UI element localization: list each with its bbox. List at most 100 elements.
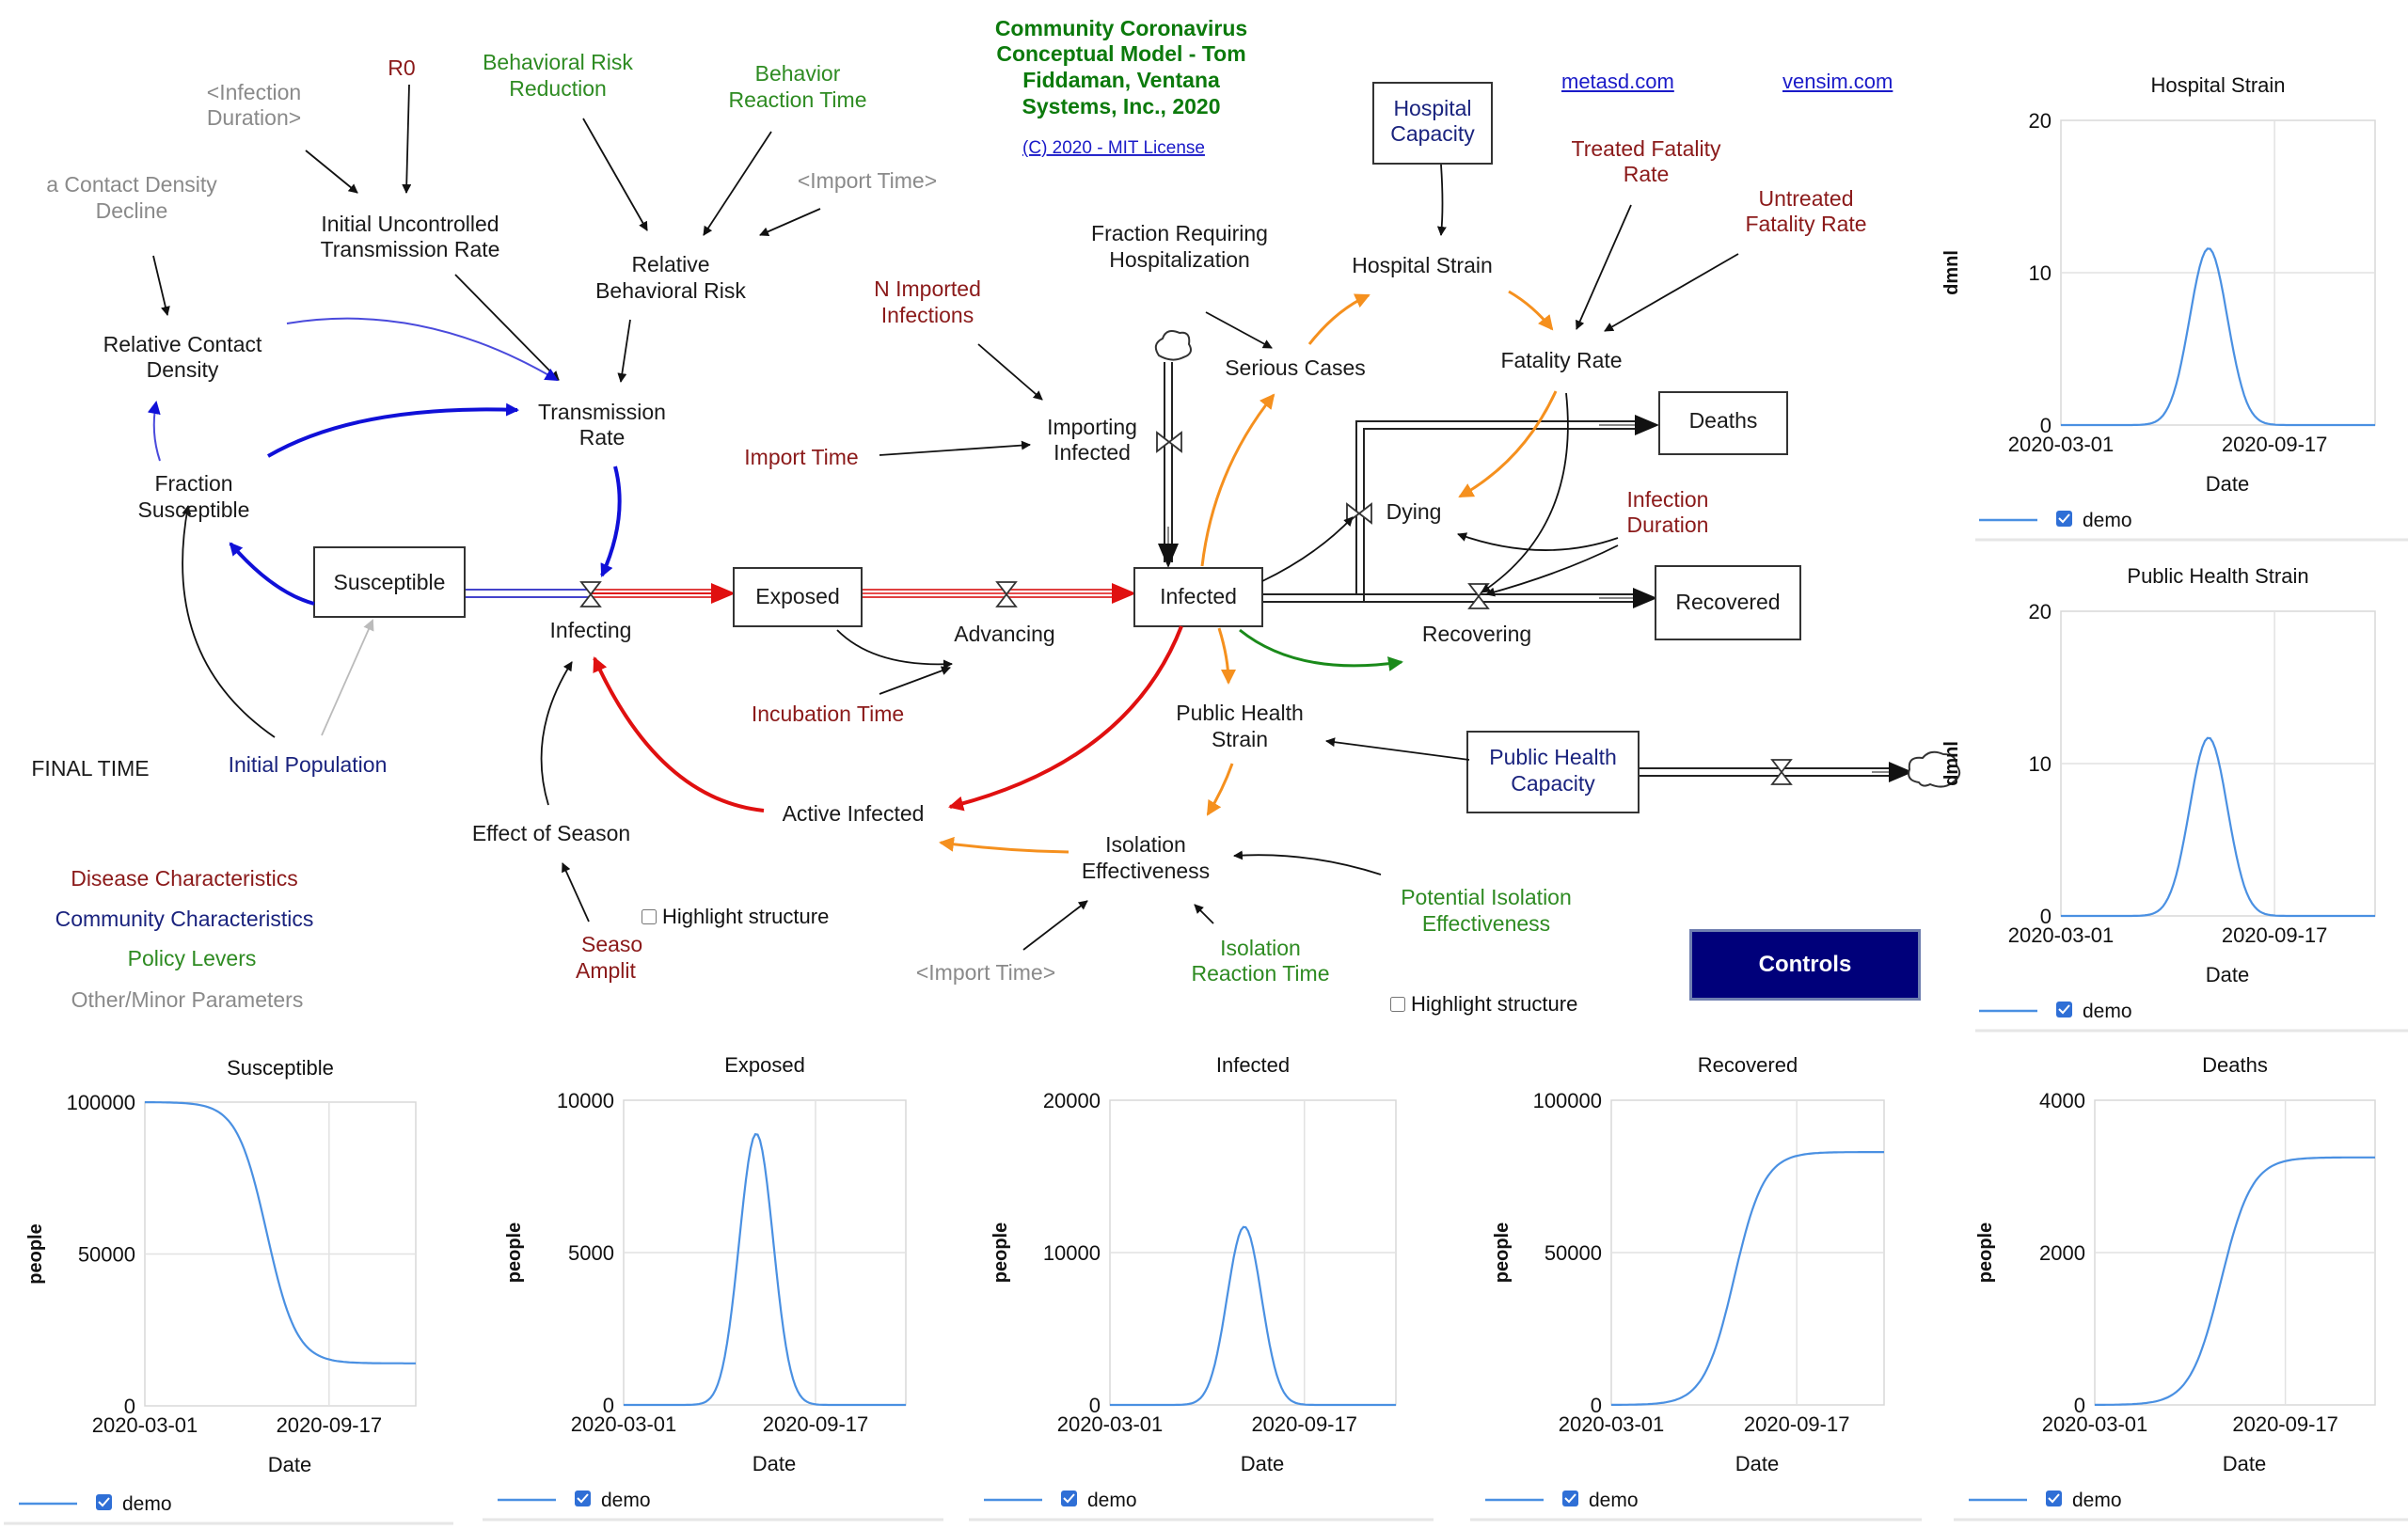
x-tick-label: 2020-03-01	[1559, 1412, 1665, 1436]
key-community-characteristics: Community Characteristics	[55, 907, 314, 931]
y-tick-label: 2000	[2039, 1241, 2085, 1265]
var-untreated-fatality-rate[interactable]: Untreated	[1758, 186, 1853, 211]
valve-advancing-icon	[995, 581, 1018, 607]
var-isolation-effectiveness[interactable]: Isolation	[1105, 832, 1186, 857]
var-active-infected[interactable]: Active Infected	[783, 801, 925, 826]
license-link[interactable]: (C) 2020 - MIT License	[1022, 138, 1205, 158]
highlight-structure-toggle-1[interactable]: Highlight structure	[642, 905, 829, 929]
highlight-structure-checkbox-1[interactable]	[642, 909, 657, 924]
var-incubation-time[interactable]: Incubation Time	[752, 702, 904, 726]
stock-infected[interactable]: Infected	[1133, 567, 1263, 627]
y-tick-label: 0	[2040, 905, 2052, 928]
var-fraction-requiring-hospitalization[interactable]: Fraction Requiring	[1091, 221, 1268, 245]
var-behavior-reaction-time-2: Reaction Time	[728, 87, 866, 112]
var-transmission-rate[interactable]: Transmission	[538, 400, 666, 424]
x-tick-label: 2020-03-01	[2008, 433, 2115, 456]
flow-recovering	[1262, 588, 1657, 608]
var-initial-uncontrolled-2: Transmission Rate	[321, 237, 500, 261]
chart-title: Hospital Strain	[2150, 73, 2285, 97]
y-axis-label: people	[990, 1222, 1011, 1283]
var-import-time-shadow-2[interactable]: <Import Time>	[916, 960, 1055, 985]
var-r0[interactable]: R0	[388, 55, 415, 80]
var-advancing[interactable]: Advancing	[954, 622, 1054, 646]
valve-recovering-icon	[1467, 583, 1490, 609]
legend-label: demo	[601, 1490, 651, 1511]
stock-deaths[interactable]: Deaths	[1658, 391, 1788, 455]
key-other-parameters: Other/Minor Parameters	[71, 987, 304, 1012]
var-recovering[interactable]: Recovering	[1422, 622, 1531, 646]
var-effect-of-season[interactable]: Effect of Season	[472, 821, 630, 845]
y-tick-label: 0	[1591, 1394, 1602, 1417]
var-isolation-reaction-time[interactable]: Isolation	[1220, 936, 1301, 960]
var-fraction-susceptible-2: Susceptible	[138, 497, 250, 522]
var-potential-isolation-effectiveness[interactable]: Potential Isolation	[1401, 885, 1572, 909]
var-serious-cases[interactable]: Serious Cases	[1225, 355, 1366, 380]
series-line-demo	[1611, 1151, 1884, 1406]
stock-exposed[interactable]: Exposed	[733, 567, 863, 627]
y-tick-label: 0	[603, 1394, 614, 1417]
vensim-link[interactable]: vensim.com	[1782, 70, 1893, 93]
var-behavioral-risk-reduction-2: Reduction	[509, 76, 607, 101]
series-line-demo	[2061, 736, 2375, 918]
highlight-structure-toggle-2[interactable]: Highlight structure	[1390, 992, 1577, 1017]
var-hospital-strain[interactable]: Hospital Strain	[1352, 253, 1493, 277]
stock-recovered[interactable]: Recovered	[1655, 565, 1801, 640]
var-transmission-rate-2: Rate	[579, 425, 626, 450]
var-dying[interactable]: Dying	[1386, 499, 1442, 524]
svg-text:Recovered: Recovered	[1675, 590, 1780, 614]
series-line-demo	[2061, 247, 2375, 427]
var-public-health-strain-2: Strain	[1212, 727, 1268, 751]
var-relative-behavioral-risk-2: Behavioral Risk	[595, 278, 746, 303]
controls-button[interactable]: Controls	[1689, 929, 1921, 1001]
var-infecting[interactable]: Infecting	[550, 618, 632, 642]
var-relative-contact-density[interactable]: Relative Contact	[103, 332, 262, 356]
title-line-3: Fiddaman, Ventana	[1022, 68, 1220, 92]
var-n-imported-infections[interactable]: N Imported	[874, 276, 981, 301]
var-infection-duration-2: Duration	[1627, 513, 1709, 537]
var-behavioral-risk-reduction[interactable]: Behavioral Risk	[483, 50, 633, 74]
var-contact-density-decline[interactable]: a Contact Density	[46, 172, 217, 197]
title-line-4: Systems, Inc., 2020	[1022, 94, 1221, 118]
var-season-amplitude[interactable]: Seaso	[581, 932, 642, 956]
var-initial-population[interactable]: Initial Population	[229, 752, 388, 777]
var-public-health-strain[interactable]: Public Health	[1176, 701, 1304, 725]
var-importing-infected[interactable]: Importing	[1047, 415, 1137, 439]
svg-text:Capacity: Capacity	[1511, 771, 1595, 796]
x-tick-label: 2020-09-17	[1744, 1412, 1850, 1436]
valve-ph-icon	[1770, 759, 1793, 785]
var-treated-fatality-rate[interactable]: Treated Fatality	[1572, 136, 1721, 161]
highlight-structure-checkbox-2[interactable]	[1390, 997, 1405, 1012]
y-tick-label: 100000	[1533, 1089, 1602, 1112]
var-fraction-susceptible[interactable]: Fraction	[154, 471, 232, 496]
stock-public-health-capacity[interactable]: Public Health Capacity	[1466, 731, 1640, 813]
var-contact-density-decline-2: Decline	[96, 198, 168, 223]
var-infection-duration-shadow[interactable]: <Infection	[207, 80, 301, 104]
var-isolation-reaction-time-2: Reaction Time	[1191, 961, 1329, 986]
stock-susceptible[interactable]: Susceptible	[313, 546, 466, 618]
metasd-link[interactable]: metasd.com	[1561, 70, 1674, 93]
var-final-time[interactable]: FINAL TIME	[31, 756, 149, 781]
y-axis-label: people	[1492, 1222, 1513, 1283]
var-initial-uncontrolled[interactable]: Initial Uncontrolled	[321, 212, 499, 236]
x-axis-label: Date	[2206, 963, 2249, 986]
x-tick-label: 2020-09-17	[2222, 433, 2328, 456]
x-tick-label: 2020-09-17	[1251, 1412, 1357, 1436]
var-import-time[interactable]: Import Time	[744, 445, 858, 469]
series-line-demo	[1110, 1225, 1396, 1407]
var-infection-duration[interactable]: Infection	[1627, 487, 1709, 512]
var-fatality-rate[interactable]: Fatality Rate	[1500, 348, 1622, 372]
chart-title: Public Health Strain	[2127, 564, 2308, 588]
stock-hospital-capacity[interactable]: Hospital Capacity	[1372, 82, 1493, 165]
title-line-2: Conceptual Model - Tom	[996, 41, 1245, 66]
var-relative-contact-density-2: Density	[147, 357, 219, 382]
var-fraction-requiring-hospitalization-2: Hospitalization	[1109, 247, 1250, 272]
var-n-imported-infections-2: Infections	[881, 303, 974, 327]
x-tick-label: 2020-03-01	[571, 1412, 677, 1436]
y-axis-label: dmnl	[1941, 250, 1962, 295]
var-untreated-fatality-rate-2: Fatality Rate	[1745, 212, 1866, 236]
y-tick-label: 20	[2029, 109, 2052, 133]
var-import-time-shadow[interactable]: <Import Time>	[798, 168, 937, 193]
var-behavior-reaction-time[interactable]: Behavior	[755, 61, 841, 86]
var-relative-behavioral-risk[interactable]: Relative	[631, 252, 709, 276]
